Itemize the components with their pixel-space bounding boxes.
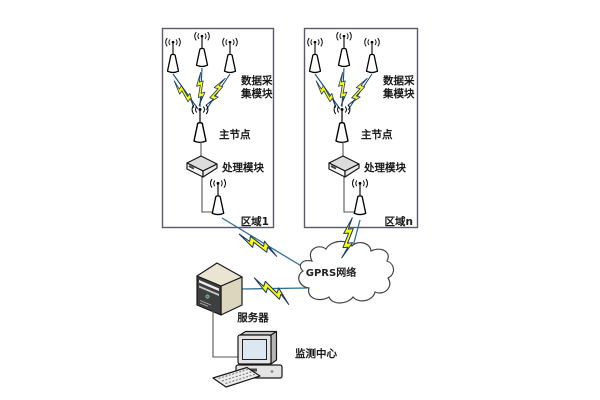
processing-module-label: 处理模块 (221, 161, 264, 174)
region-n-group: 数据采 集模块 主节点 处理模块 区域n (303, 27, 419, 229)
sensor-module-label-line2: 集模块 (240, 87, 273, 100)
server-drive-bay (199, 285, 219, 296)
wireless-bolt-icon (235, 233, 280, 257)
device-antenna-line (343, 177, 356, 213)
monitor-side-face (270, 330, 278, 365)
server-front-markings (199, 300, 212, 307)
case-power-button (270, 370, 274, 373)
monitor-center-icon (212, 330, 283, 388)
sensor-module-label-line1: 数据采 (240, 74, 273, 87)
server-label: 服务器 (237, 311, 269, 324)
sensor-module-label-line2: 集模块 (382, 87, 415, 100)
server-monitor-line (212, 311, 238, 358)
region1-cloud-line (221, 217, 304, 268)
gprs-cloud-label: GPRS网络 (306, 266, 356, 279)
wireless-bolt-icon (249, 277, 294, 306)
server-icon (196, 262, 243, 316)
sensor-link-line (172, 73, 199, 110)
sensor-module-label-line1: 数据采 (382, 74, 415, 87)
region-1-group: 数据采 集模块 主节点 处理模块 区域1 (161, 27, 275, 229)
region-n-boundary-box (303, 27, 419, 229)
region-name-label: 区域n (385, 215, 413, 228)
server-power-led (205, 294, 210, 299)
processing-module-label: 处理模块 (363, 161, 406, 174)
monitor-screen (242, 339, 267, 360)
master-node-label: 主节点 (219, 128, 251, 141)
monitor-center-label: 监测中心 (295, 347, 337, 360)
server-drive-bay (199, 280, 219, 291)
region-name-label: 区域1 (241, 215, 269, 228)
cloud-server-line (240, 287, 308, 290)
device-antenna-line (201, 177, 214, 213)
keyboard-keys (218, 368, 257, 384)
sensor-link-line (314, 73, 341, 110)
master-node-label: 主节点 (361, 128, 393, 141)
keyboard (212, 366, 261, 388)
